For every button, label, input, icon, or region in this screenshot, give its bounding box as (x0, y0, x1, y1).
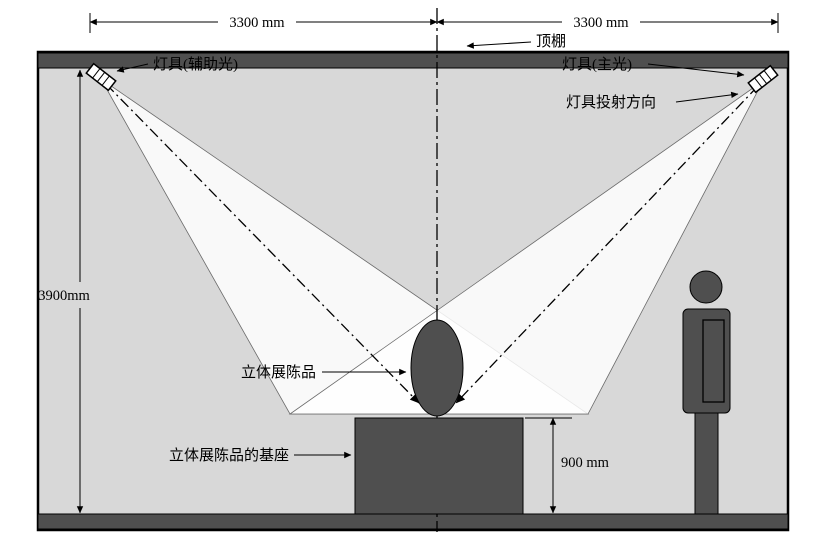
floor-bar (37, 513, 789, 530)
exhibit-base-label: 立体展陈品的基座 (169, 446, 289, 464)
dimension-top-right-value: 3300 mm (573, 15, 629, 31)
dimension-room-height-value: 3900mm (38, 288, 90, 304)
projection-direction-label: 灯具投射方向 (566, 94, 656, 111)
exhibit-label: 立体展陈品 (241, 363, 316, 381)
person-head (689, 270, 723, 304)
aux-lamp-label-arrow (116, 63, 149, 73)
main-lamp-label-arrow (647, 63, 745, 78)
exhibit-pedestal (354, 417, 524, 515)
ceiling-label: 顶棚 (536, 33, 566, 50)
dimension-top-left (89, 13, 779, 33)
person-legs (694, 412, 719, 515)
dimension-base-height-value: 900 mm (561, 455, 610, 471)
dimension-top-left-value: 3300 mm (229, 15, 285, 31)
dimension-base-height (525, 417, 572, 514)
ceiling-bar (37, 52, 789, 69)
main-projection-axis (455, 85, 759, 404)
main-light-fixture (747, 64, 779, 94)
aux-projection-axis (105, 83, 420, 404)
aux-lamp-label: 灯具(辅助光) (153, 56, 238, 73)
exhibit-object (410, 319, 464, 417)
ceiling-label-arrow (466, 41, 532, 49)
main-lamp-label: 灯具(主光) (562, 56, 632, 73)
person-figure (682, 270, 731, 515)
person-arm (702, 319, 725, 403)
projection-direction-label-arrow (675, 91, 739, 103)
aux-light-fixture (85, 62, 117, 92)
